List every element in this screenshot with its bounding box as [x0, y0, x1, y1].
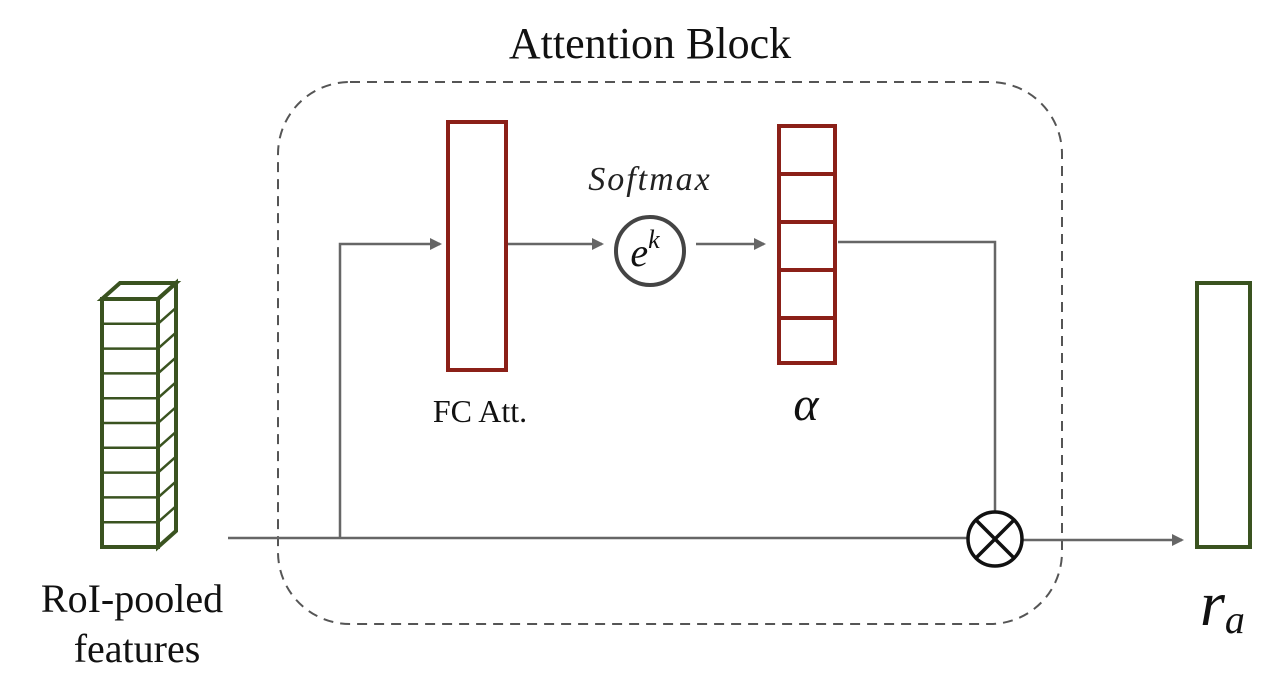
softmax-circle: [614, 215, 686, 287]
softmax-exp-base: e: [630, 230, 648, 275]
stack-side-divider: [157, 306, 177, 325]
output-box: [1195, 281, 1252, 549]
alpha-vector-rows: [779, 172, 835, 320]
stack-rows: [102, 306, 177, 524]
stack-side-divider: [157, 480, 177, 499]
attention-block-frame: [277, 81, 1063, 625]
alpha-vector-box: [777, 124, 837, 365]
softmax-exp-power: k: [648, 225, 660, 254]
alpha-label: α: [793, 378, 819, 431]
input-label-line2: features: [74, 626, 201, 671]
softmax-label: Softmax: [588, 161, 712, 198]
stack-side-divider: [157, 381, 177, 400]
stack-side-divider: [157, 505, 177, 524]
fc-att-box: [446, 120, 508, 372]
multiply-node: [966, 510, 1024, 568]
attention-block-title: Attention Block: [509, 19, 791, 68]
stack-side-divider: [157, 331, 177, 350]
stack-side-divider: [157, 356, 177, 375]
output-label: ra: [1200, 568, 1245, 642]
output-label-r: r: [1200, 568, 1226, 639]
stack-side-divider: [157, 406, 177, 424]
input-label-line1: RoI-pooled: [41, 576, 223, 621]
softmax-exp: ek: [630, 225, 660, 275]
stack-side-divider: [157, 430, 177, 449]
branch-to-fc-arrow: [338, 238, 442, 538]
fc-att-label: FC Att.: [433, 393, 527, 429]
output-label-subscript: a: [1225, 597, 1245, 642]
stack-side-divider: [157, 455, 177, 474]
alpha-to-multiply-line: [838, 240, 997, 512]
roi-feature-stack: [96, 278, 182, 552]
